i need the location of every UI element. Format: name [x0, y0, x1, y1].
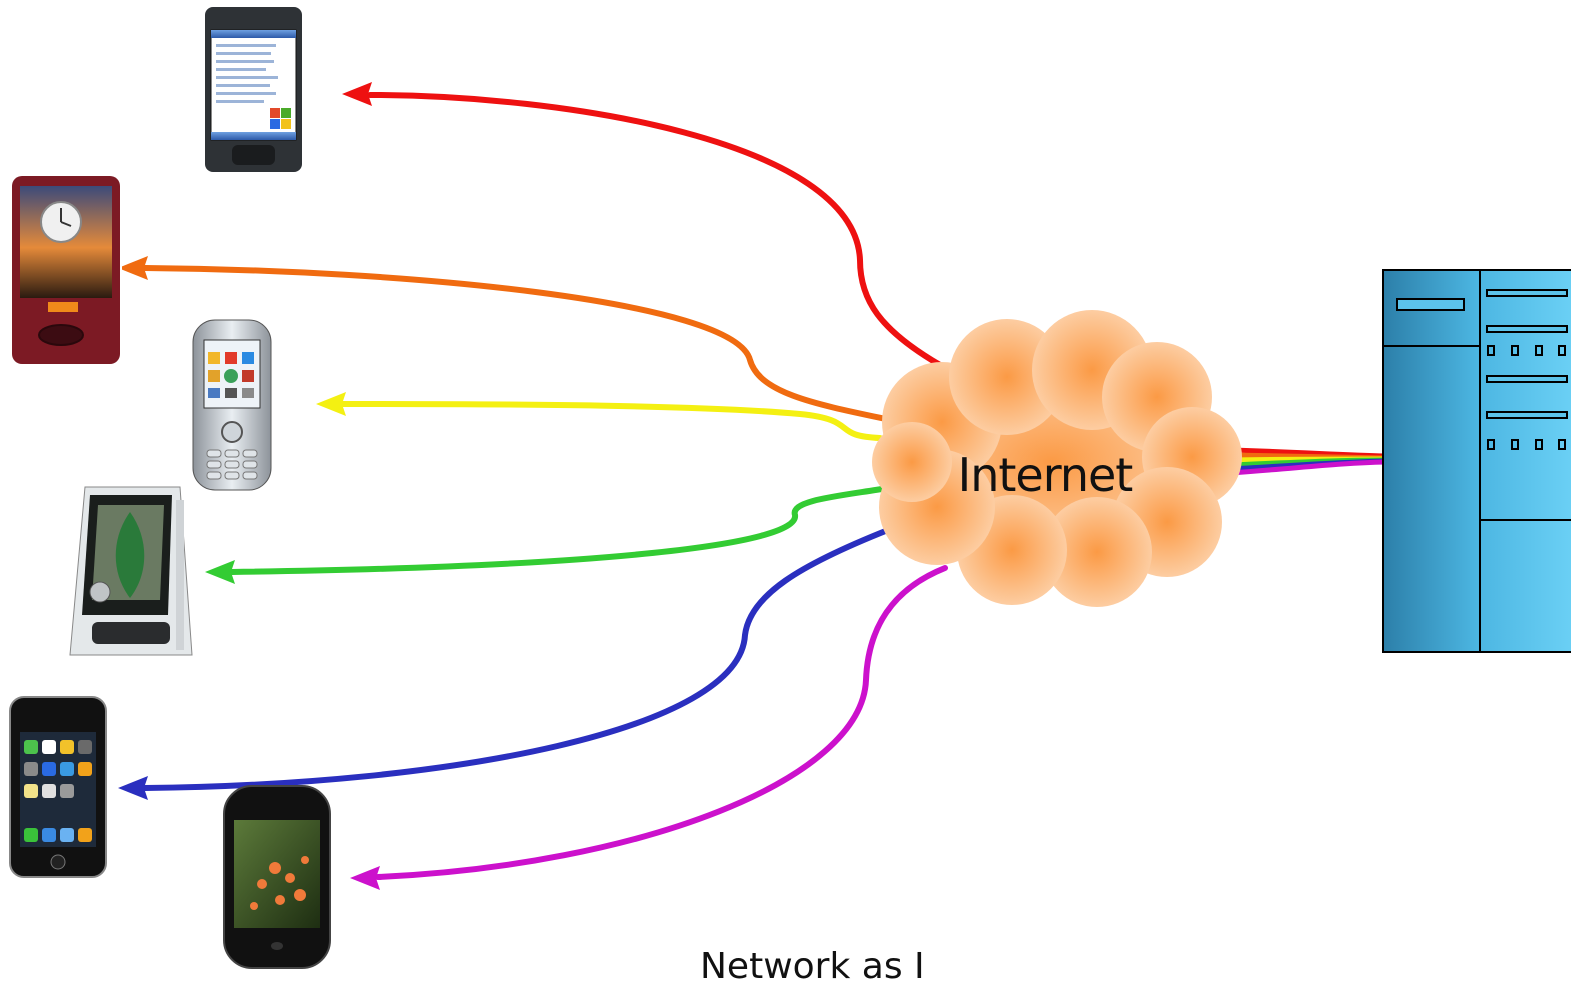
arrowhead-yellow [316, 392, 346, 416]
trunk-line-magenta [1227, 459, 1388, 476]
connection-line-red [367, 92, 943, 368]
internet-cloud [872, 310, 1242, 607]
arrowhead-magenta [350, 866, 380, 890]
arrowheads [118, 82, 380, 890]
palm-pre-device [223, 785, 331, 969]
connection-line-orange [142, 265, 903, 425]
connection-lines [142, 92, 1388, 880]
server-icon [1382, 269, 1571, 653]
motorola-phone-device [69, 486, 193, 656]
arrowhead-blue [118, 776, 148, 800]
connection-line-blue [142, 527, 891, 791]
diagram-caption: Network as I [700, 946, 925, 987]
server-trunk-lines [1227, 447, 1388, 476]
internet-label: Internet [957, 448, 1134, 502]
iphone-device [9, 696, 107, 878]
connection-line-green [229, 485, 891, 575]
connection-line-yellow [339, 401, 883, 441]
arrowhead-orange [118, 256, 148, 280]
android-phone-device [10, 174, 122, 364]
pocket-pc-device [205, 7, 302, 172]
arrowhead-green [205, 560, 235, 584]
connection-line-magenta [375, 565, 948, 880]
arrowhead-red [342, 82, 372, 106]
siemens-phone-device [192, 319, 272, 491]
